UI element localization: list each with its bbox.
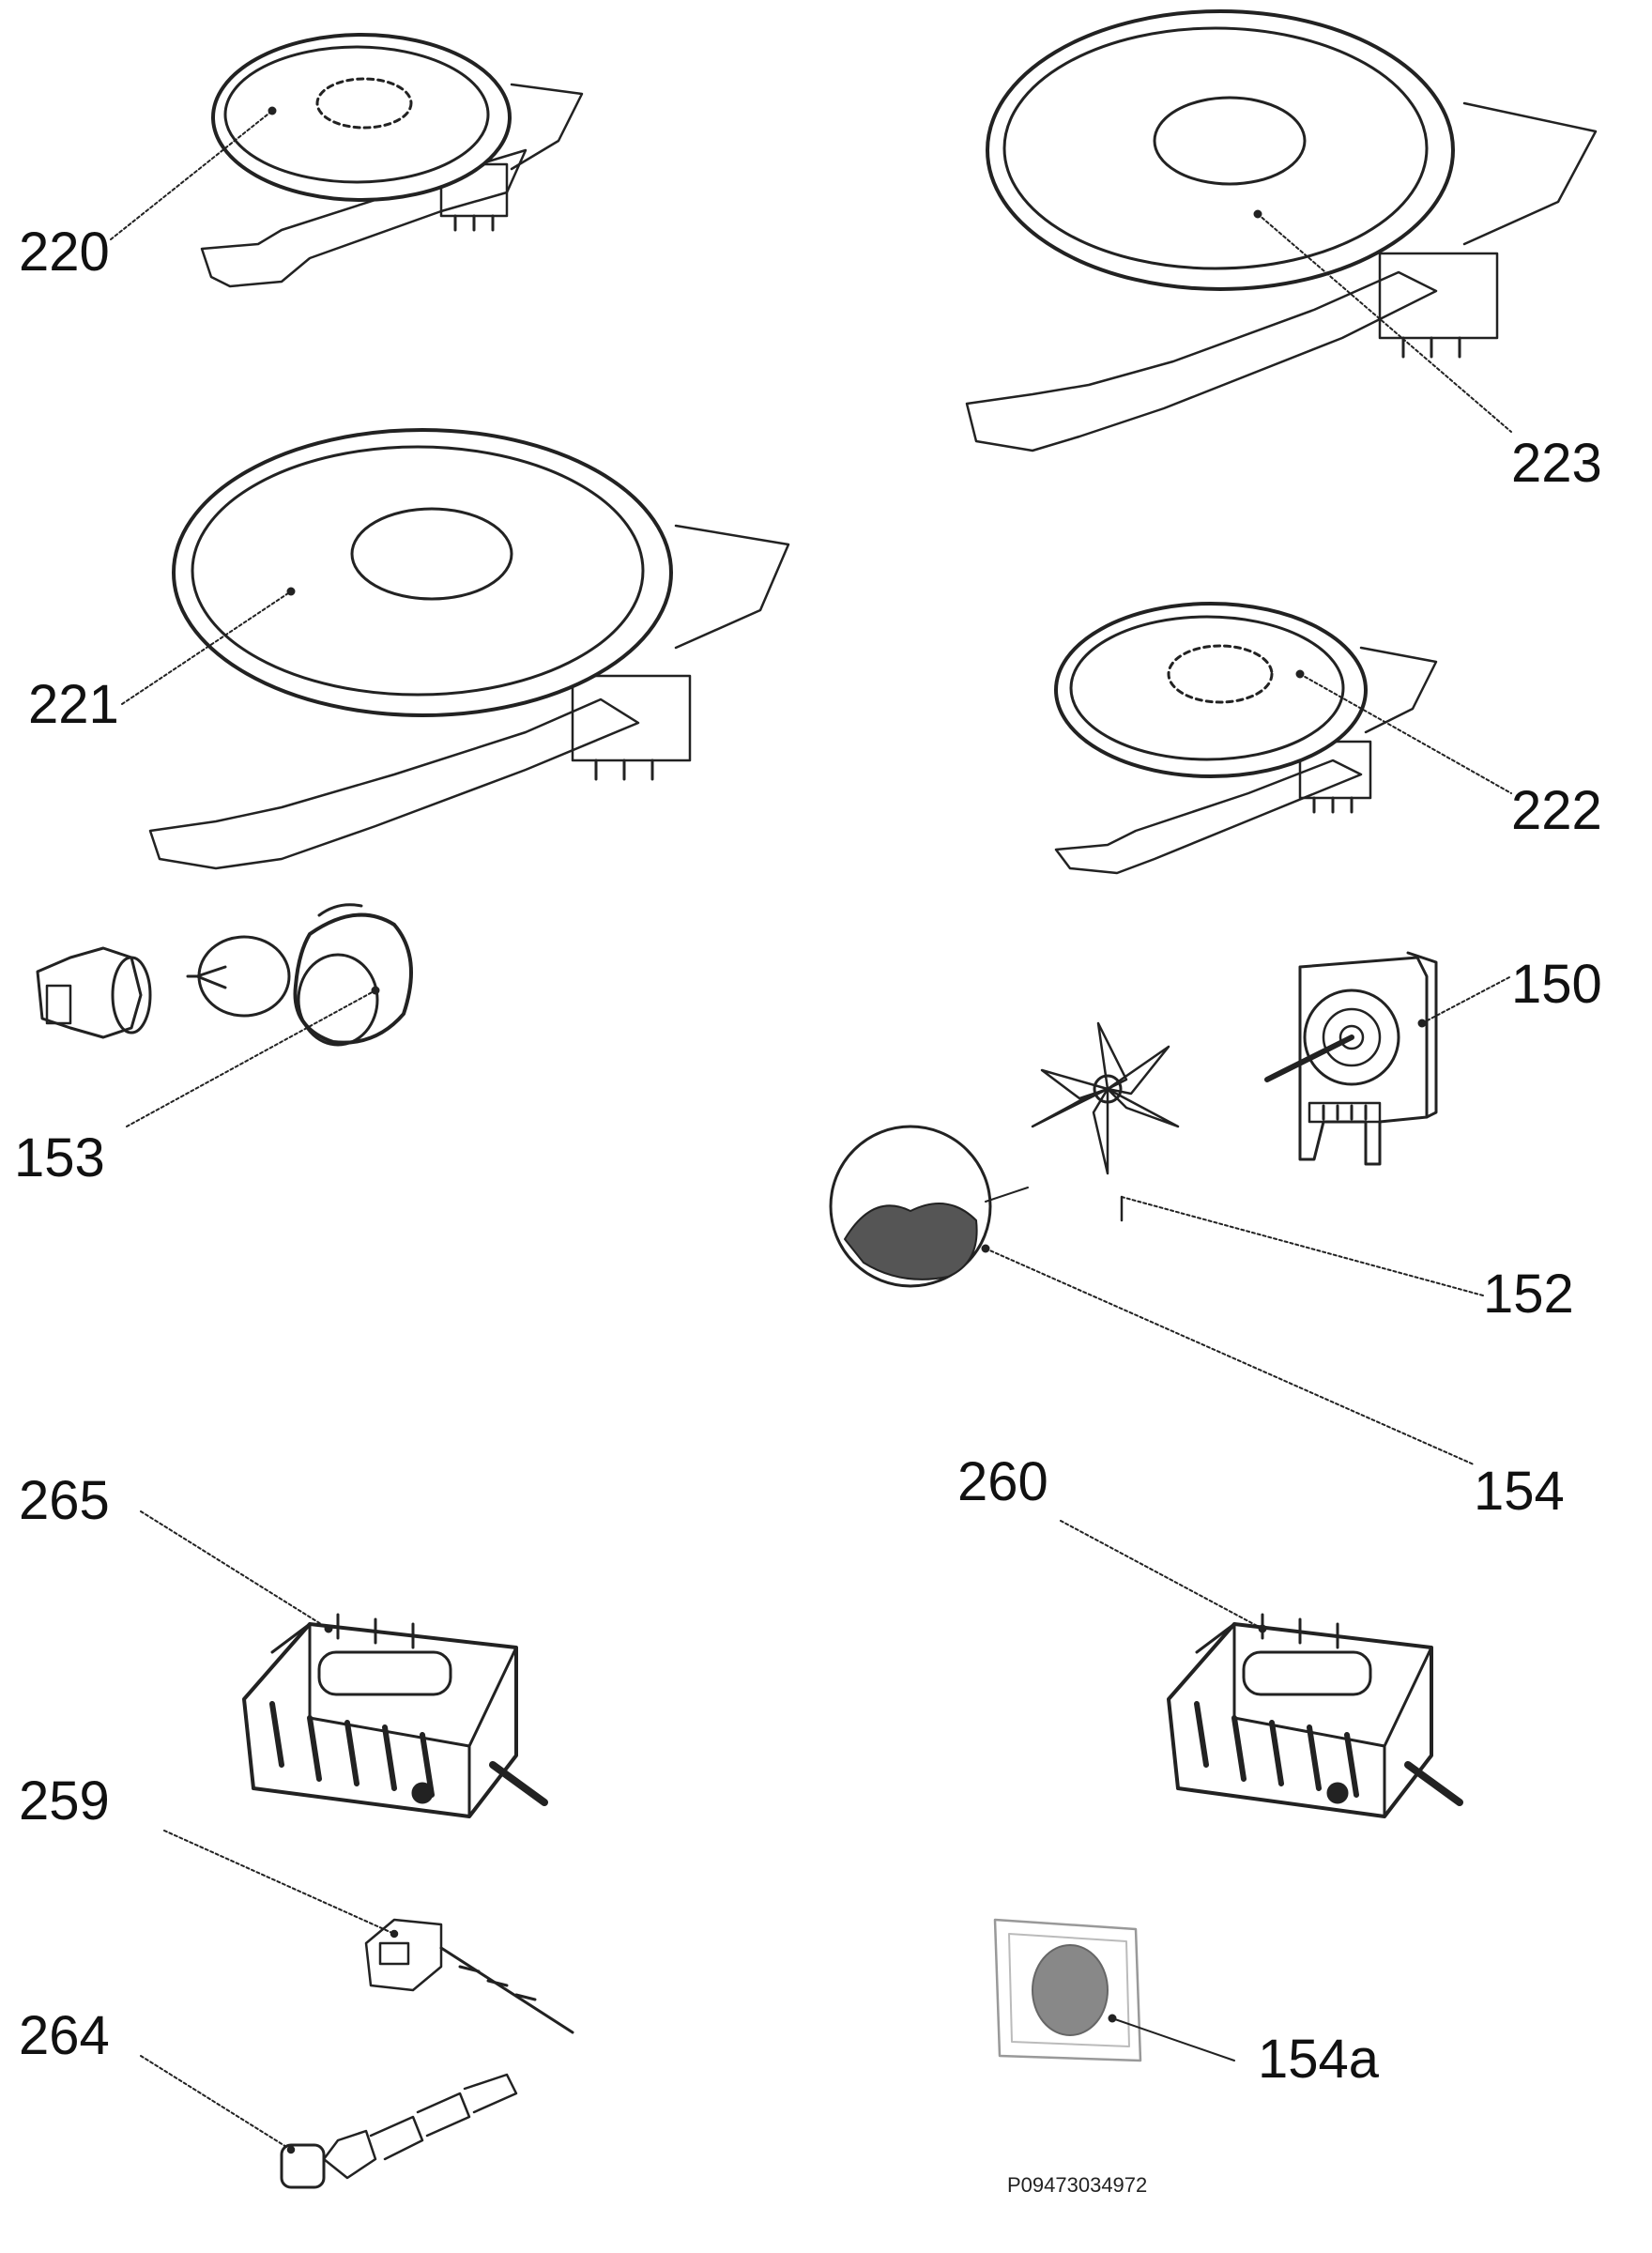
leader-line-221: [121, 590, 292, 705]
leader-line-264: [140, 2055, 292, 2151]
callout-260: 260: [957, 1451, 1048, 1512]
hotplate-223: [965, 9, 1598, 452]
selector-switch-260: [1167, 1613, 1463, 1818]
callout-265: 265: [19, 1470, 110, 1531]
callout-153: 153: [14, 1127, 105, 1188]
callout-150: 150: [1511, 954, 1602, 1015]
leader-line-154: [985, 1248, 1475, 1465]
leader-line-222: [1299, 673, 1512, 794]
hotplate-221: [148, 428, 790, 870]
callout-154a: 154a: [1258, 2029, 1380, 2090]
leader-line-152: [1121, 1196, 1484, 1296]
fan-blade-152: [1031, 1021, 1180, 1222]
leader-line-223: [1257, 213, 1512, 433]
leader-line-150: [1421, 975, 1512, 1024]
leader-line-154a: [1111, 2017, 1235, 2061]
callout-152: 152: [1483, 1264, 1574, 1325]
thermostat-259: [364, 1918, 574, 2034]
leader-line-259: [163, 1830, 395, 1935]
leader-line-260: [1060, 1520, 1263, 1630]
grease-filter-154a: [993, 1918, 1142, 2062]
hotplate-222: [1054, 602, 1438, 875]
callout-154: 154: [1474, 1461, 1565, 1522]
callout-222: 222: [1511, 780, 1602, 841]
leader-line-153: [126, 989, 376, 1127]
callout-221: 221: [28, 674, 119, 735]
switch-264: [280, 2073, 518, 2189]
callout-223: 223: [1511, 433, 1602, 494]
selector-switch-265: [242, 1613, 548, 1818]
leader-line-265: [140, 1510, 329, 1630]
oven-lamp-153: [36, 903, 413, 1047]
hotplate-220: [200, 33, 584, 288]
fan-motor-150: [1264, 951, 1438, 1166]
callout-259: 259: [19, 1770, 110, 1832]
leader-line-220: [110, 110, 273, 240]
fan-cover-154: [829, 1125, 1029, 1288]
callout-264: 264: [19, 2005, 110, 2066]
document-id: P09473034972: [1007, 2173, 1148, 2197]
callout-220: 220: [19, 222, 110, 283]
